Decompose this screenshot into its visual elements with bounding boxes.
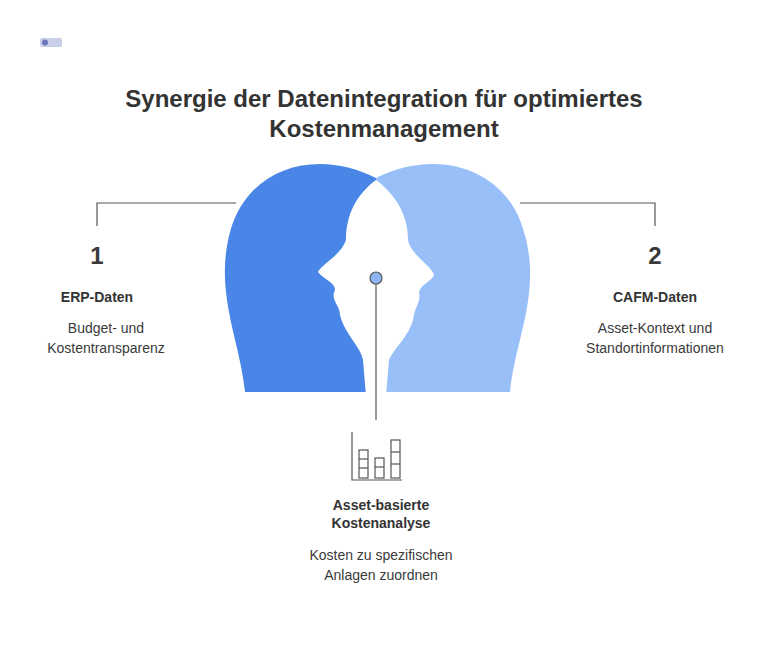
leader-line [97, 203, 236, 226]
leader-line [375, 284, 376, 420]
callout-number: 1 [77, 242, 117, 270]
section-heading: CAFM-Daten [580, 288, 730, 306]
section-text: Kosten zu spezifischen Anlagen zuordnen [291, 545, 471, 585]
diagram-title: Synergie der Datenintegration für optimi… [94, 84, 674, 144]
bar-chart-icon [352, 432, 402, 480]
section-heading: Asset-basierte Kostenanalyse [306, 496, 456, 532]
section-heading: ERP-Daten [22, 288, 172, 306]
section-text: Asset-Kontext und Standortinformationen [567, 318, 743, 358]
logo-mark [40, 38, 62, 47]
section-text: Budget- und Kostentransparenz [38, 318, 174, 358]
leader-line [520, 203, 655, 226]
callout-number: 2 [635, 242, 675, 270]
center-dot [370, 272, 382, 284]
